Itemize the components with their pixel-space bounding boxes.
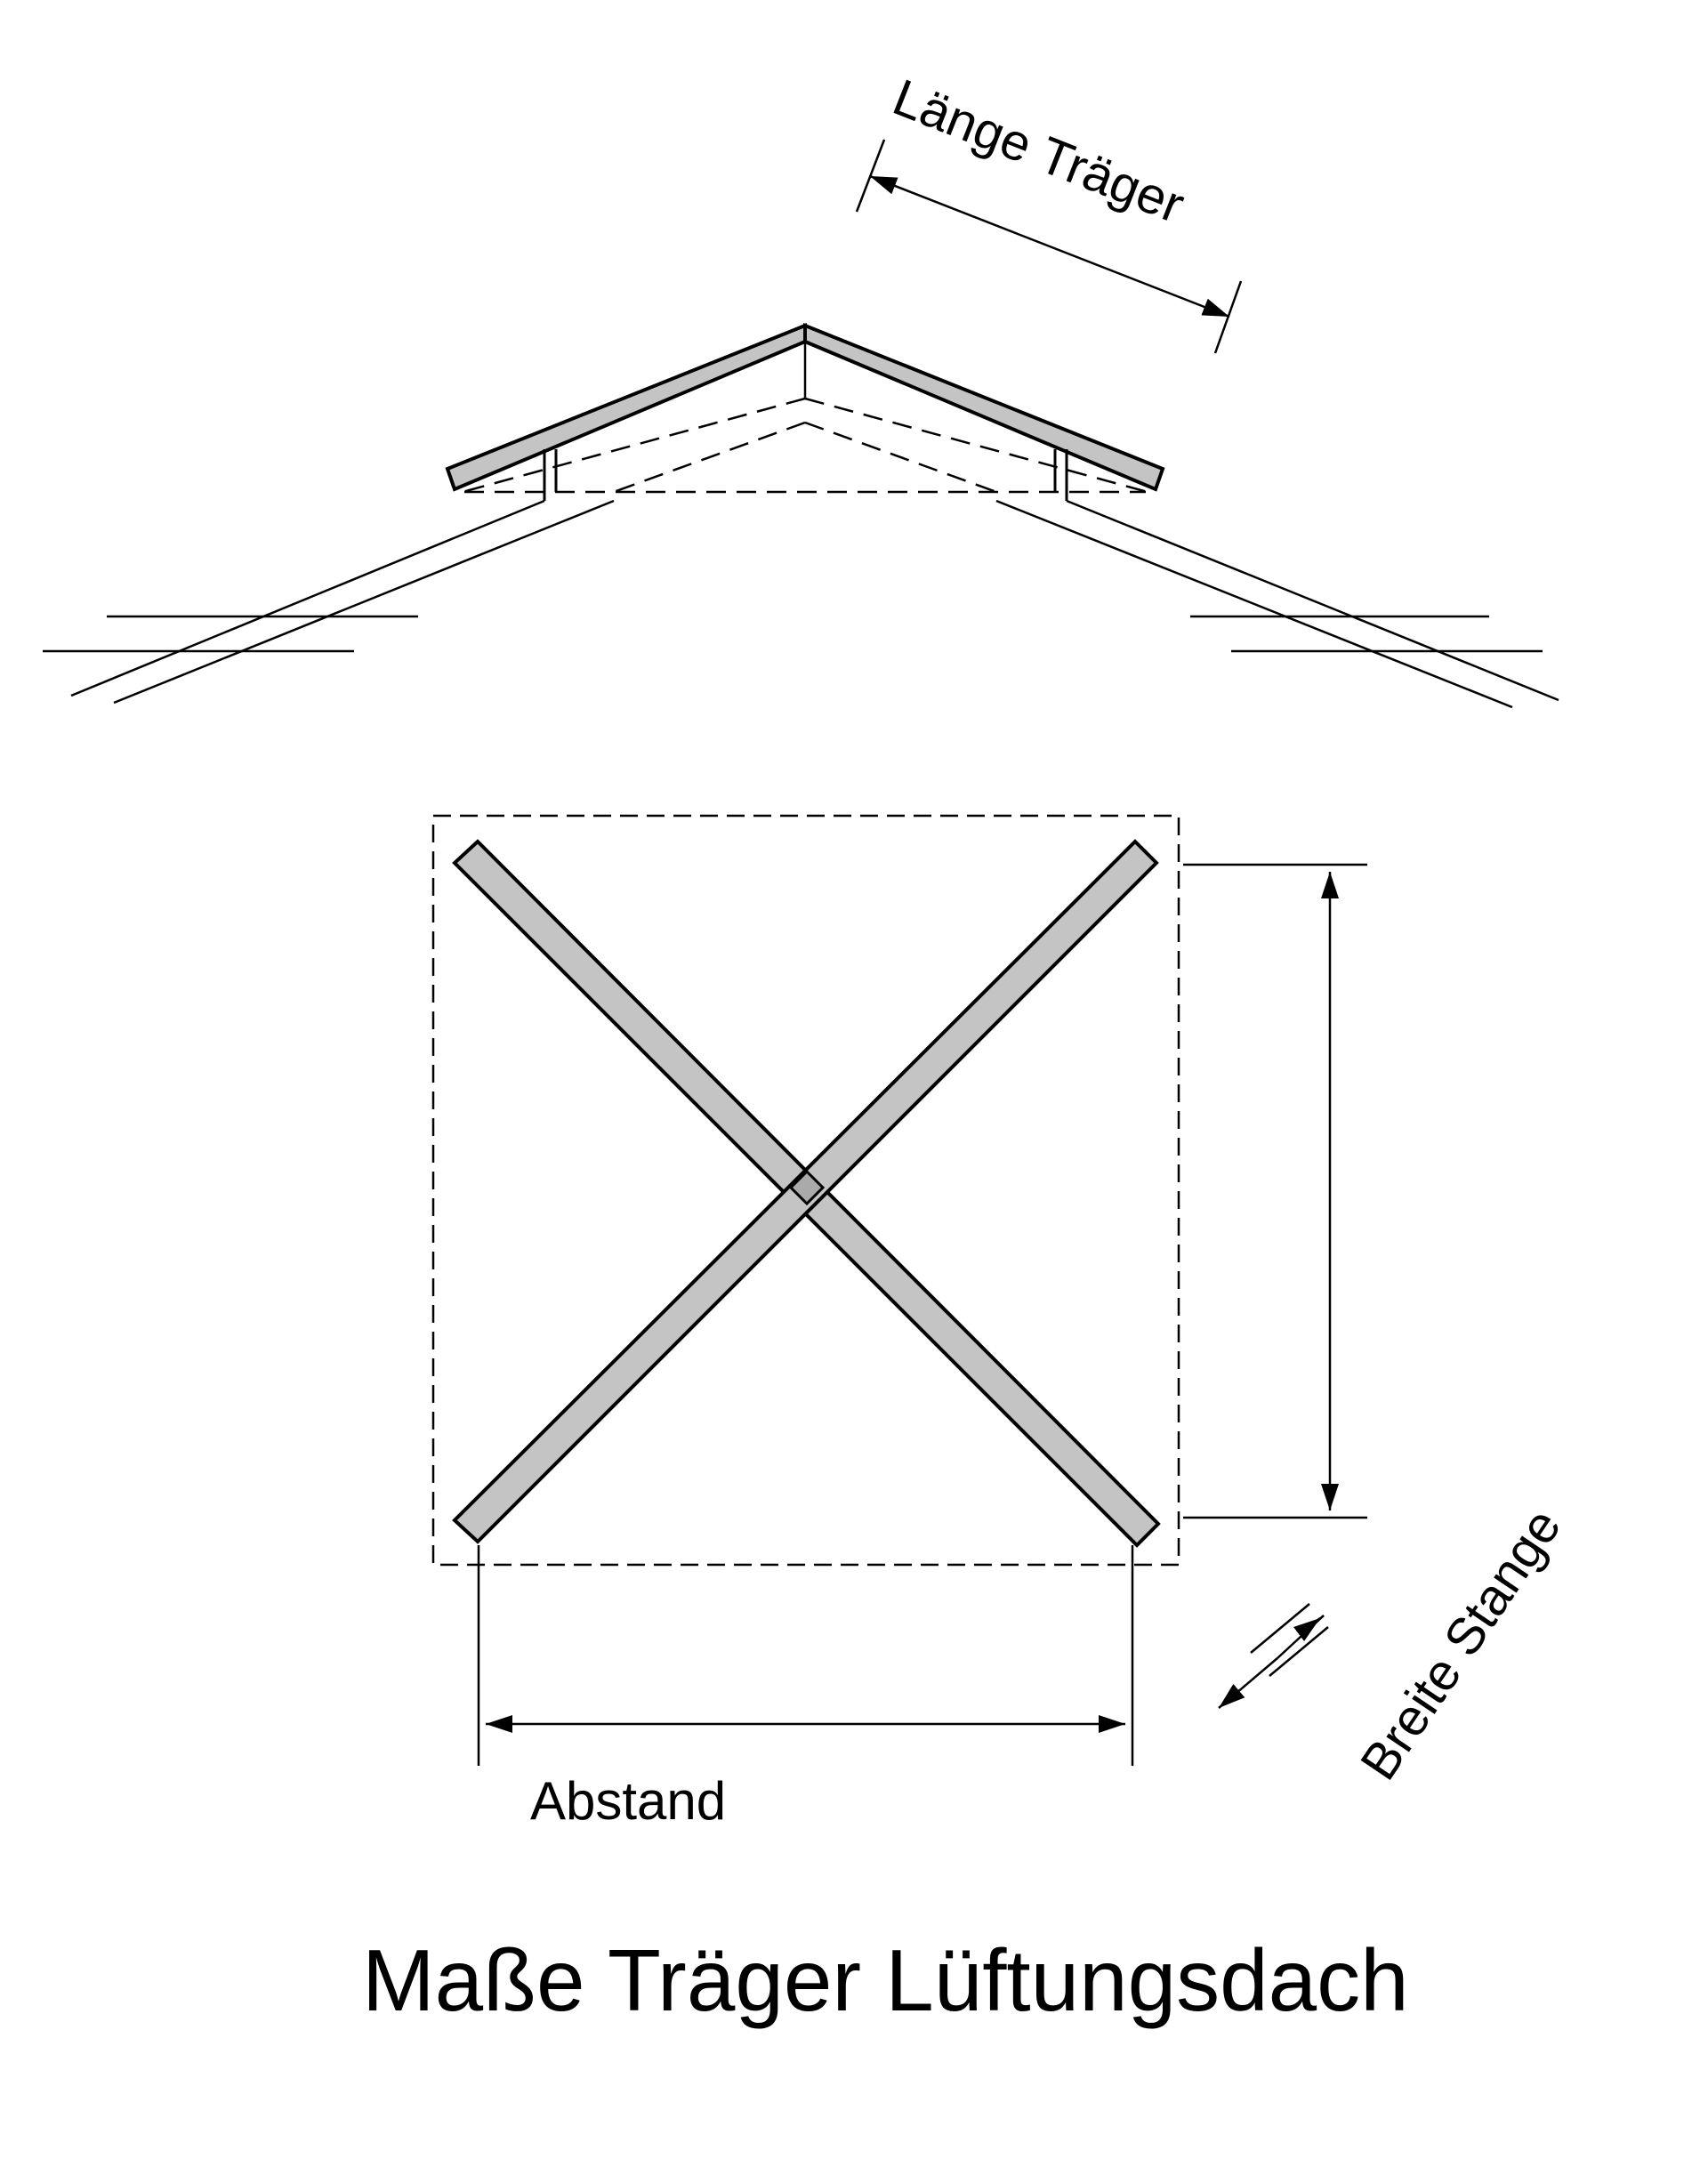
roof-cap-right — [803, 323, 1165, 492]
roof-surface-left — [43, 499, 615, 705]
support-post-left — [543, 449, 558, 501]
roof-cap-left — [445, 323, 807, 492]
support-post-right — [1053, 449, 1068, 501]
top-view: Abstand Breite Stange — [431, 814, 1572, 1831]
side-view: Länge Träger — [43, 68, 1559, 709]
bar-crossing — [788, 1169, 826, 1206]
beam-length-dimension — [855, 139, 1243, 354]
hidden-lines — [462, 397, 1148, 494]
spacing-label: Abstand — [530, 1771, 726, 1831]
spacing-dimension — [477, 1545, 1134, 1766]
bar-width-dimension — [1218, 1603, 1329, 1709]
roof-surface-right — [995, 499, 1559, 709]
height-dimension — [1183, 863, 1367, 1519]
drawing-title: Maße Träger Lüftungsdach — [362, 1931, 1409, 2029]
bar-width-label: Breite Stange — [1349, 1499, 1572, 1791]
beam-length-label: Länge Träger — [885, 68, 1192, 235]
